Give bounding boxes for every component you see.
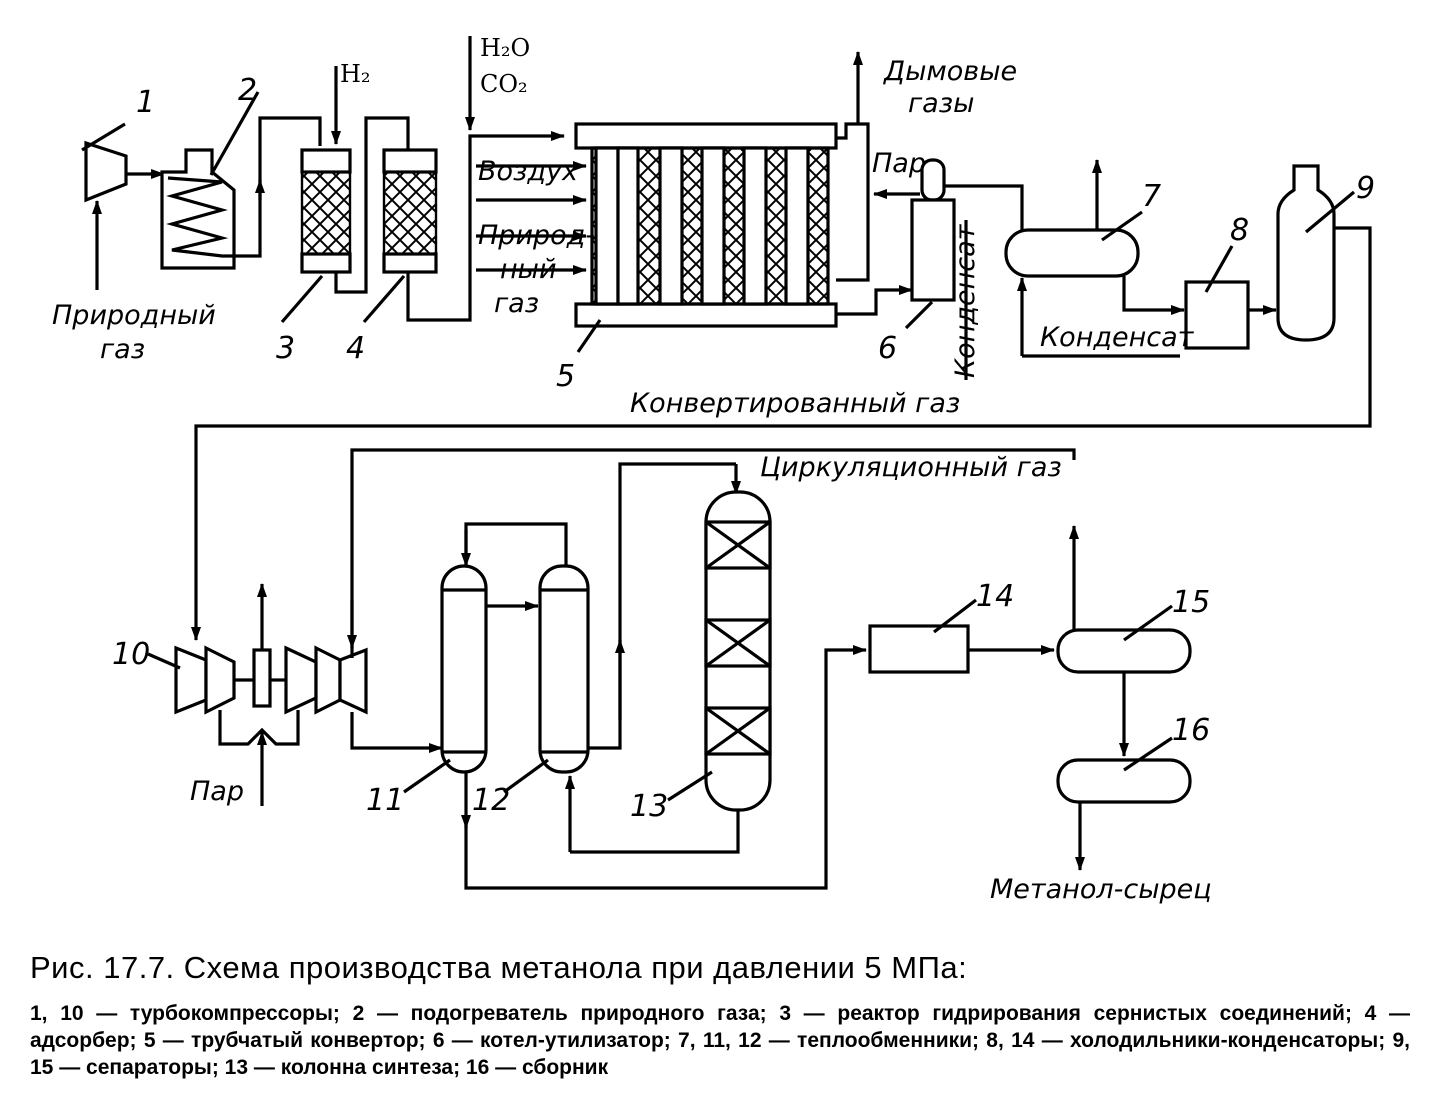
number-14: 14: [976, 579, 1014, 614]
conv-natural-gas-label-1: Природ-: [478, 220, 595, 251]
number-7: 7: [1142, 179, 1161, 214]
caption-legend: 1, 10 — турбокомпрессоры; 2 — подогреват…: [30, 1002, 1410, 1079]
natural-gas-label-2: газ: [100, 334, 145, 365]
conv-natural-gas-label-2: ный: [500, 254, 557, 285]
number-11: 11: [366, 783, 404, 818]
number-4: 4: [346, 331, 365, 366]
collector-16: [1056, 736, 1192, 871]
cooler-condenser-14: [868, 598, 1055, 674]
number-5: 5: [556, 359, 575, 394]
stream-labels: Природный газ H₂ H₂O CO₂ Дымовые газы Во…: [52, 34, 1212, 905]
separator-9: [191, 164, 1372, 641]
turbocompressor-1: [81, 122, 165, 290]
water-label: H₂O: [480, 34, 530, 62]
number-13: 13: [630, 789, 668, 824]
tubular-converter-5: [476, 51, 913, 353]
conv-natural-gas-label-3: газ: [494, 288, 539, 319]
separator-15: [1056, 525, 1192, 757]
number-3: 3: [276, 331, 295, 366]
turbocompressor-10: [147, 448, 1076, 806]
synthesis-column-13: [570, 490, 772, 854]
converted-gas-label: Конвертированный газ: [630, 388, 960, 419]
number-8: 8: [1230, 213, 1249, 248]
gas-heater-2: [160, 91, 322, 270]
number-9: 9: [1356, 171, 1375, 206]
hydrogen-label: H₂: [340, 60, 371, 88]
caption-title: Рис. 17.7. Схема производства метанола п…: [30, 950, 968, 985]
number-2: 2: [238, 73, 257, 108]
condensate-label: Конденсат: [1040, 322, 1195, 353]
crude-methanol-label: Метанол-сырец: [990, 874, 1212, 905]
converter-tubes: [594, 146, 810, 306]
heat-exchanger-12: [503, 462, 741, 852]
steam-label-top: Пар: [872, 148, 926, 179]
waste-heat-boiler-6: [873, 158, 1024, 380]
flue-gas-label-2: газы: [908, 88, 974, 119]
adsorber-4: [362, 36, 565, 324]
equipment-numbers: 1 2 3 4 5 6 7 8 9 10 11 12 13 14 15 16: [112, 73, 1375, 824]
number-12: 12: [472, 783, 510, 818]
circulation-gas-label: Циркуляционный газ: [760, 452, 1062, 483]
hydrogenation-reactor-3: [280, 66, 410, 324]
co2-label: CO₂: [480, 70, 528, 98]
number-15: 15: [1172, 585, 1210, 620]
heat-exchanger-11: [403, 522, 867, 890]
methanol-process-diagram: 1 2 3 4 5 6 7 8 9 10 11 12 13 14 15 16 П…: [52, 34, 1375, 905]
number-1: 1: [136, 85, 155, 120]
steam-label-bottom: Пар: [190, 776, 244, 807]
condensate-vertical-label: Конденсат: [950, 223, 981, 378]
number-10: 10: [112, 637, 150, 672]
natural-gas-label-1: Природный: [52, 300, 216, 331]
number-16: 16: [1172, 713, 1210, 748]
figure-caption: Рис. 17.7. Схема производства метанола п…: [30, 950, 1410, 1081]
number-6: 6: [878, 331, 897, 366]
heat-exchanger-7: [1004, 159, 1185, 358]
flue-gas-label-1: Дымовые: [883, 56, 1017, 87]
air-label: Воздух: [478, 156, 579, 187]
cooler-condenser-8: [1184, 245, 1277, 350]
